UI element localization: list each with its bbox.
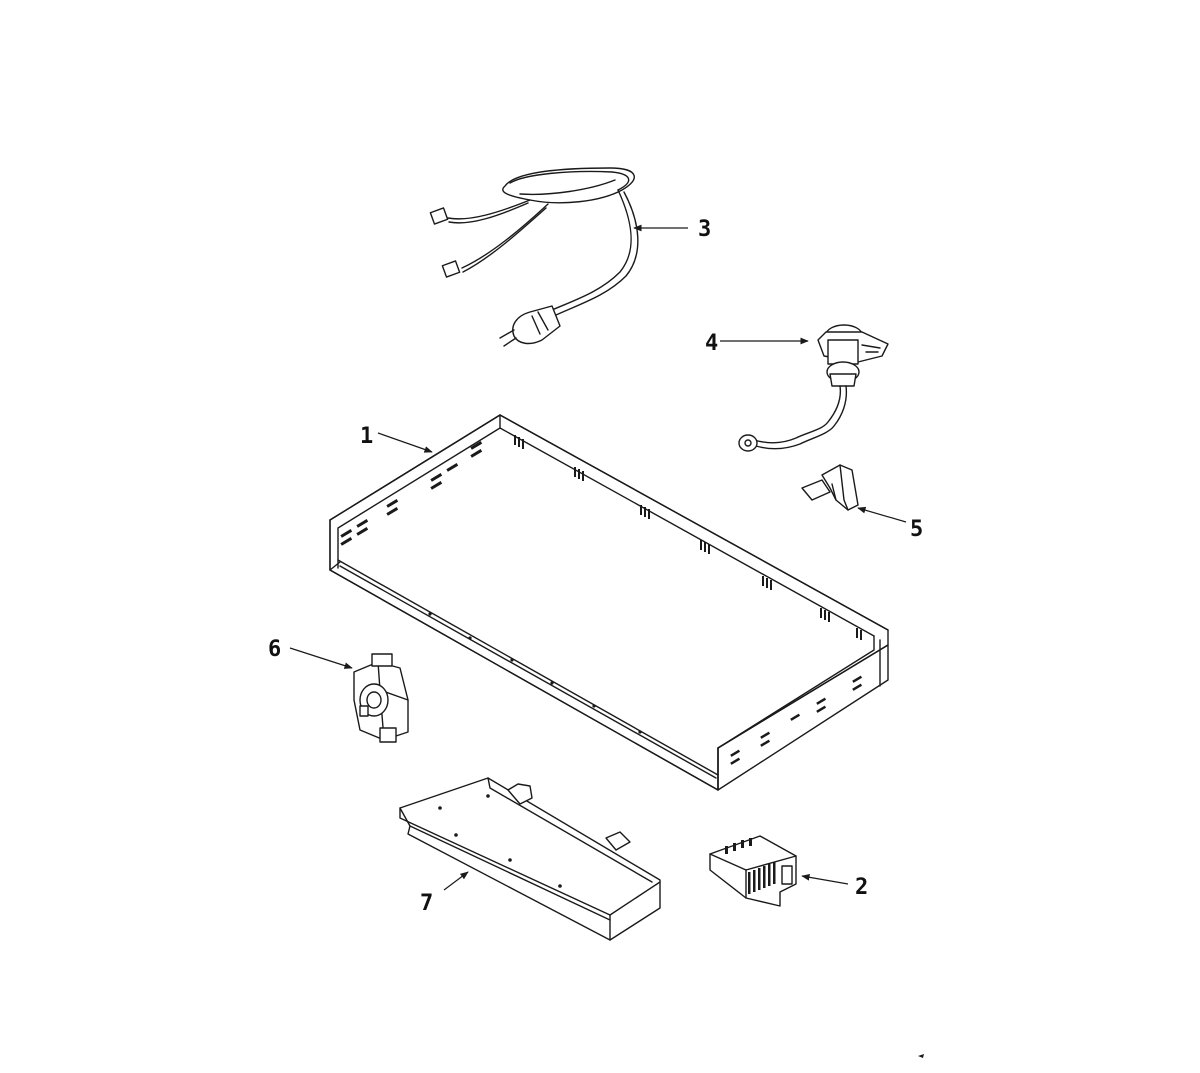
bracket-clip-icon	[801, 464, 907, 523]
stray-mark	[918, 1054, 924, 1058]
callout-4: 4	[705, 331, 718, 356]
callout-3: 3	[698, 217, 711, 242]
drawer-tray-icon	[329, 414, 889, 791]
callout-6: 6	[268, 637, 281, 662]
callout-1: 1	[360, 424, 373, 449]
igniter-switch-icon	[720, 324, 889, 452]
callout-2: 2	[855, 875, 868, 900]
gas-valve-icon	[289, 647, 409, 743]
callout-7: 7	[420, 891, 433, 916]
terminal-block-icon	[709, 835, 849, 907]
callout-5: 5	[910, 517, 923, 542]
power-cord-icon	[429, 167, 688, 347]
shallow-pan-icon	[399, 777, 661, 941]
